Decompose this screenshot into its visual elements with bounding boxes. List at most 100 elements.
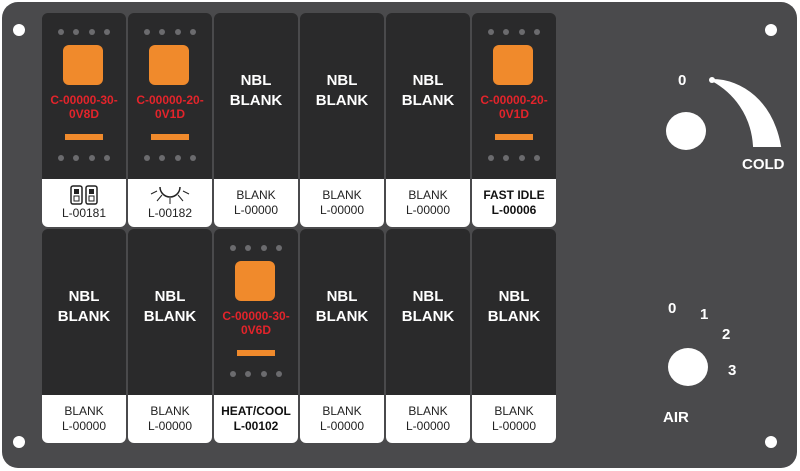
indicator-light (235, 261, 275, 301)
rocker-face[interactable]: C-00000-30-0V6D (214, 229, 298, 395)
part-number-line2: 0V8D (68, 107, 100, 121)
led-dot (144, 29, 150, 35)
mount-hole-top-right (765, 24, 777, 36)
led-dot (174, 155, 181, 161)
legend-code: L-00181 (61, 206, 107, 220)
part-number-line1: C-00000-30- (222, 309, 290, 323)
nbl-line2: BLANK (57, 308, 111, 325)
legend-code: L-00182 (147, 206, 193, 220)
led-dot (159, 29, 166, 35)
nbl-line2: BLANK (315, 308, 369, 325)
led-dot-row (58, 29, 110, 35)
air-pos-3-label: 3 (728, 362, 737, 379)
legend-code: L-00006 (491, 203, 537, 217)
mount-hole-bottom-right (765, 436, 777, 448)
mount-hole-top-left (13, 24, 25, 36)
rocker-face[interactable]: C-00000-20-0V1D (472, 13, 556, 179)
air-pos-2-label: 2 (722, 326, 731, 343)
led-dot (230, 245, 236, 251)
legend-code: L-00000 (405, 203, 451, 217)
rocker-face[interactable]: NBL BLANK (300, 229, 384, 395)
led-dot (73, 155, 80, 161)
indicator-bar (65, 134, 103, 140)
led-dot (88, 155, 95, 161)
rocker-face[interactable]: C-00000-20-0V1D (128, 13, 212, 179)
indicator-light (63, 45, 103, 85)
led-dot (103, 29, 110, 35)
indicator-bar (237, 350, 275, 356)
led-dot (533, 29, 540, 35)
led-dot (245, 371, 252, 377)
mount-hole-bottom-left (13, 436, 25, 448)
air-pos-1-label: 1 (700, 306, 709, 323)
led-dot (518, 29, 525, 35)
part-number-line1: C-00000-20- (480, 93, 548, 107)
nbl-line1: NBL (326, 72, 358, 89)
led-dot-row (58, 155, 110, 161)
led-dot (174, 29, 181, 35)
led-dot (58, 29, 64, 35)
led-dot (533, 155, 540, 161)
led-dot (503, 155, 510, 161)
temperature-knob[interactable] (666, 112, 706, 150)
legend-text: FAST IDLE (483, 188, 545, 202)
led-dot (275, 245, 282, 251)
part-number-line2: 0V6D (240, 323, 272, 337)
part-number-line1: C-00000-20- (136, 93, 204, 107)
nbl-line1: NBL (326, 288, 358, 305)
air-knob[interactable] (668, 348, 708, 386)
legend-text: BLANK (150, 404, 190, 418)
led-dot (189, 29, 196, 35)
nbl-line1: NBL (412, 288, 444, 305)
nbl-line2: BLANK (487, 308, 541, 325)
switch-legend-label: L-00181 (42, 179, 126, 227)
switch-legend-label: L-00182 (128, 179, 212, 227)
led-dot (518, 155, 525, 161)
rocker-switch-2[interactable]: C-00000-20-0V1D L-00182 (128, 13, 212, 227)
led-dot (503, 29, 510, 35)
rocker-face[interactable]: C-00000-30-0V8D (42, 13, 126, 179)
rocker-switch-1[interactable]: C-00000-30-0V8D L-00181 (42, 13, 126, 227)
temp-range-arc-icon (709, 77, 782, 147)
led-dot (103, 155, 110, 161)
air-pos-0-label: 0 (668, 300, 677, 317)
legend-code: L-00000 (319, 419, 365, 433)
nbl-line1: NBL (412, 72, 444, 89)
led-dot (73, 29, 80, 35)
led-dot-row (230, 371, 282, 377)
led-dot (260, 245, 267, 251)
legend-text: BLANK (322, 404, 362, 418)
led-dot-row (144, 155, 196, 161)
led-dot-row (144, 29, 196, 35)
legend-code: L-00000 (233, 203, 279, 217)
